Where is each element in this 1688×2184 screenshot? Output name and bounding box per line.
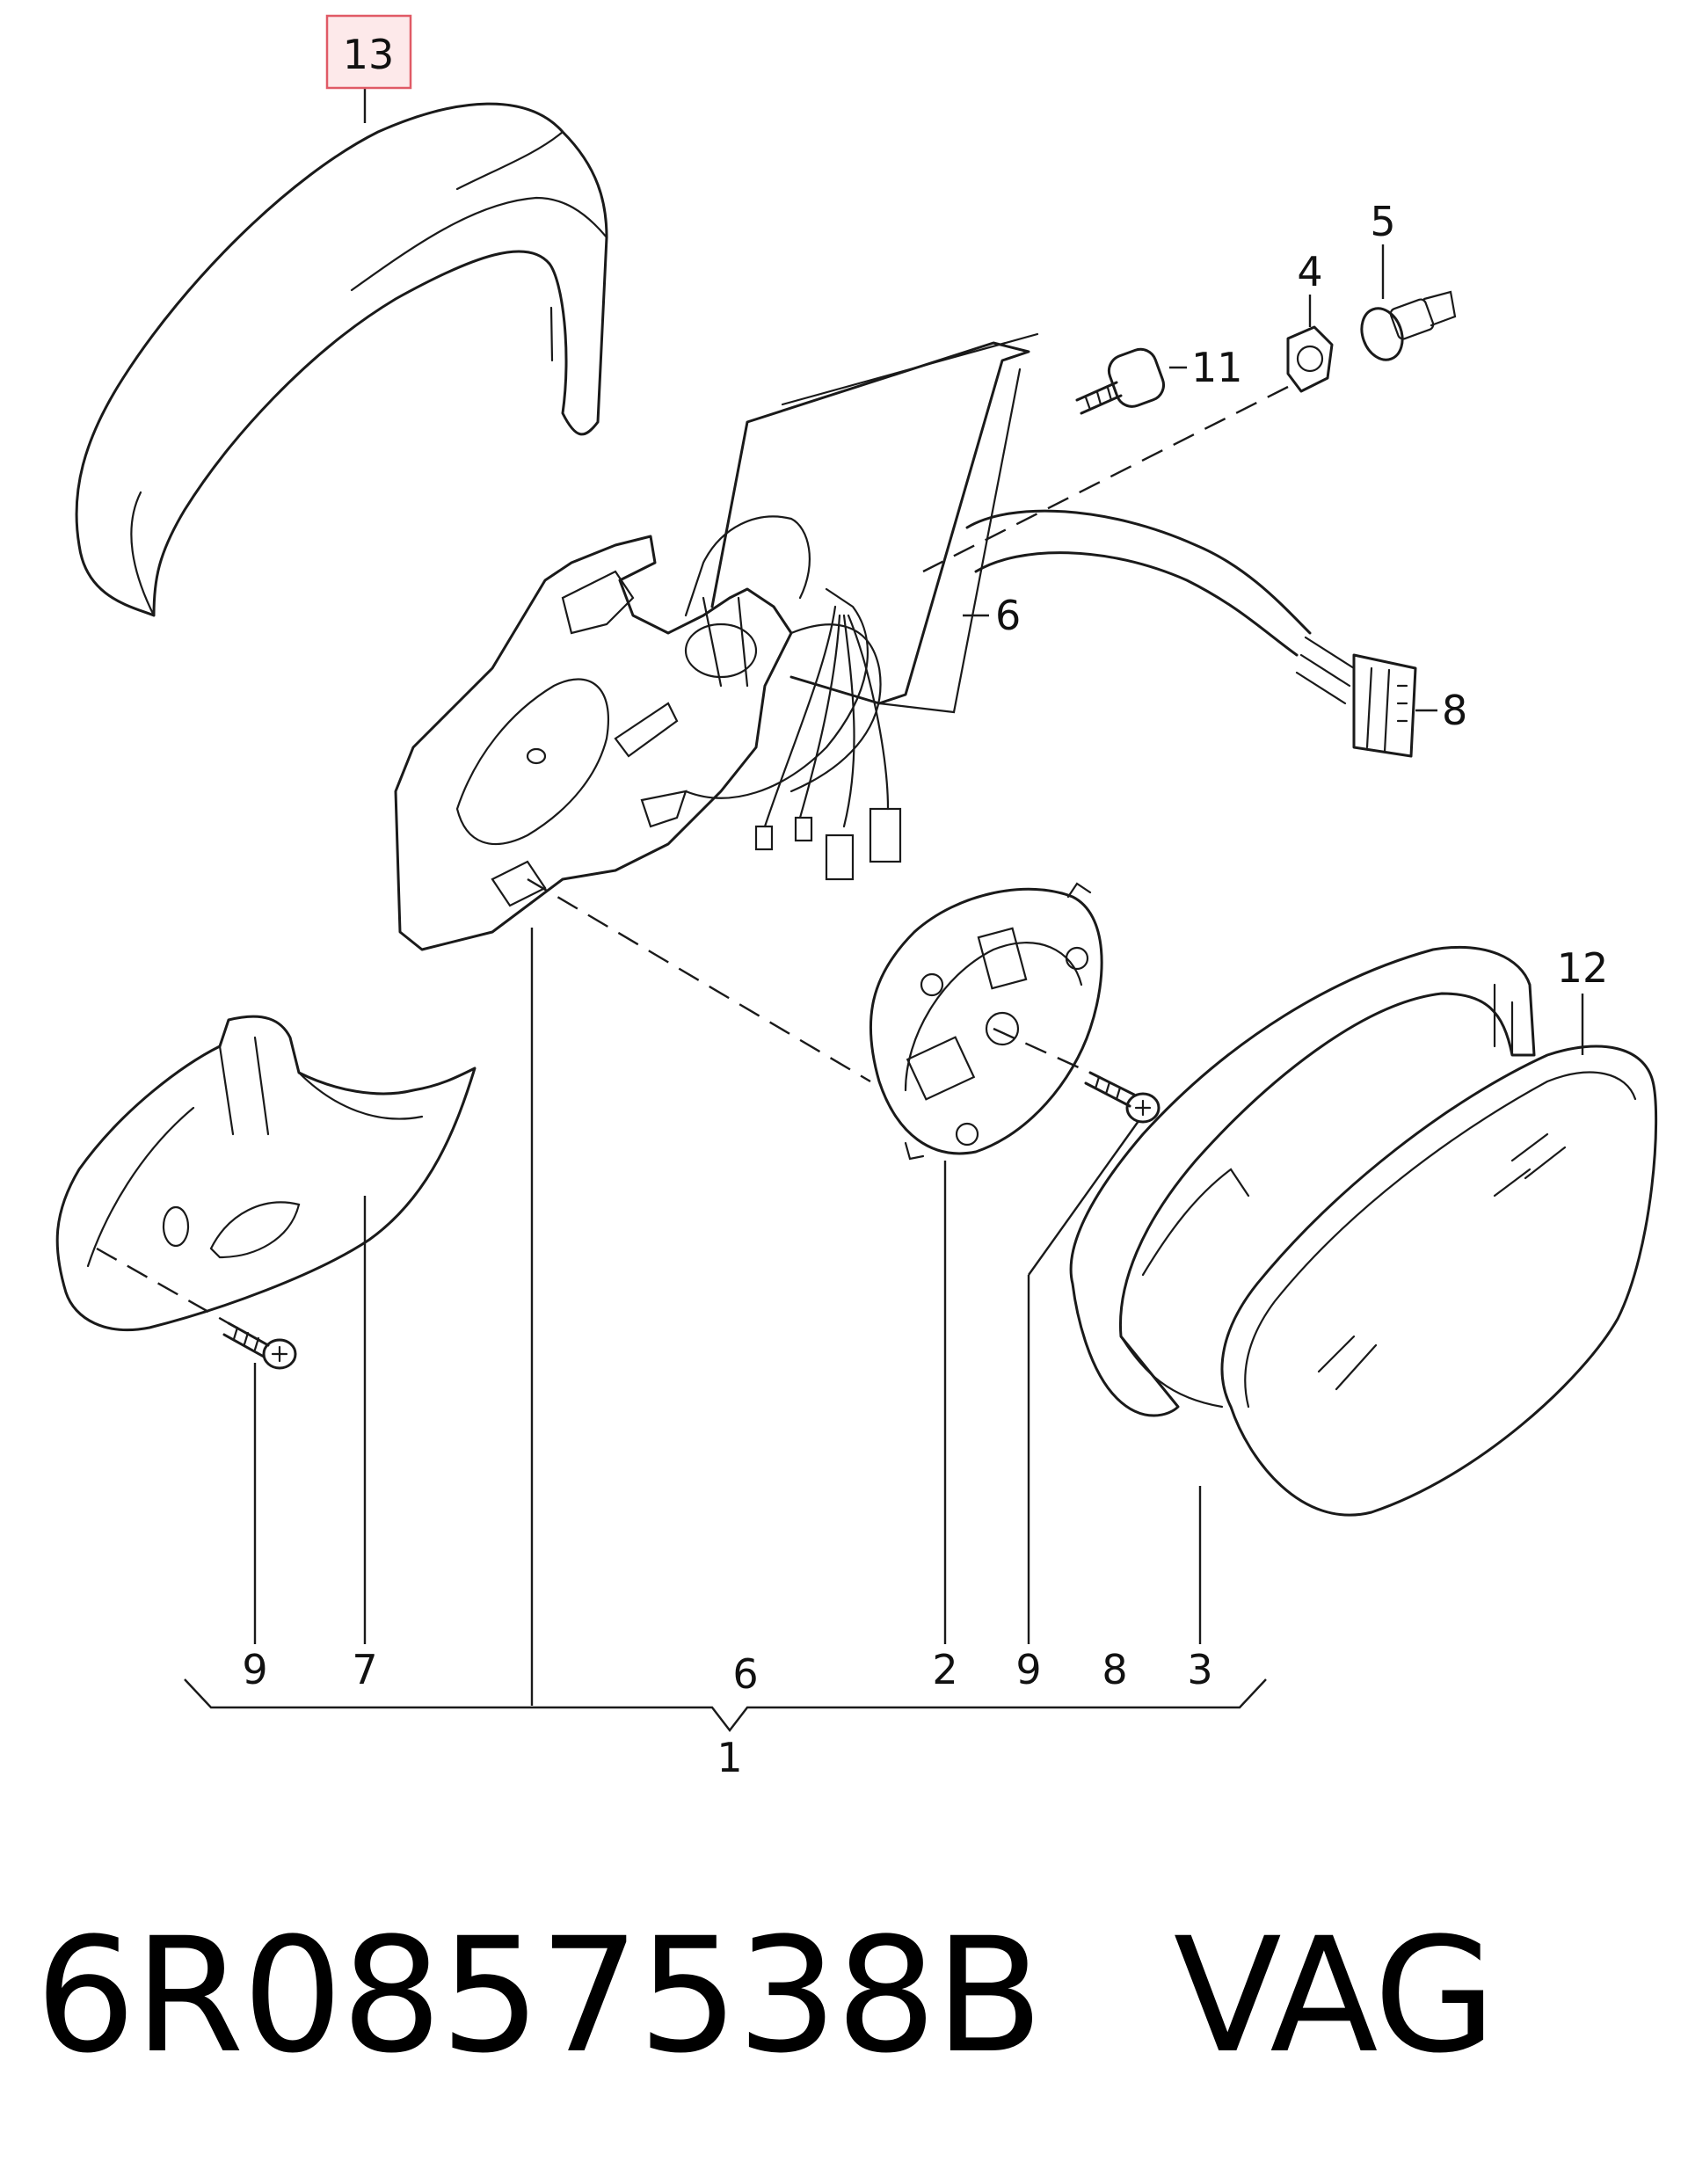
- screw-part-9-right: [1084, 1071, 1160, 1124]
- callout-8-right: 8: [1442, 687, 1467, 734]
- bottom-label-9-right: 9: [1015, 1646, 1041, 1693]
- connector-part-8: [1295, 636, 1417, 758]
- bottom-label-2: 2: [932, 1646, 957, 1693]
- bottom-label-7: 7: [352, 1646, 377, 1693]
- callout-11: 11: [1191, 344, 1243, 391]
- mirror-base-part-6: [394, 332, 1417, 951]
- callout-13: 13: [343, 31, 395, 78]
- clip-part-5: [1360, 290, 1457, 361]
- mirror-frame-part-3: [1069, 945, 1536, 1417]
- bottom-label-3: 3: [1187, 1646, 1212, 1693]
- mirror-glass-part-12: [1220, 1045, 1658, 1517]
- callout-6-right: 6: [995, 592, 1021, 639]
- nut-part-4: [1286, 325, 1334, 393]
- highlight-box-13: [325, 14, 412, 90]
- lower-cover-part-7: [55, 1015, 477, 1332]
- bottom-label-1: 1: [717, 1734, 742, 1781]
- leader-lines: [184, 88, 1584, 1732]
- callout-12: 12: [1557, 944, 1609, 992]
- callout-4: 4: [1297, 248, 1322, 295]
- screw-part-9-left: [222, 1321, 297, 1370]
- screw-part-11: [1075, 347, 1166, 415]
- part-number: 6R0857538B: [35, 1904, 1044, 2088]
- callout-5: 5: [1370, 198, 1395, 245]
- mirror-cap-part-13: [75, 102, 608, 617]
- bottom-label-6: 6: [732, 1650, 758, 1698]
- brand-name: VAG: [1173, 1904, 1496, 2088]
- actuator-part-2: [869, 882, 1103, 1161]
- bottom-label-8: 8: [1102, 1646, 1127, 1693]
- bottom-label-9-left: 9: [242, 1646, 267, 1693]
- footer-caption: 6R0857538B VAG: [35, 1899, 1653, 2093]
